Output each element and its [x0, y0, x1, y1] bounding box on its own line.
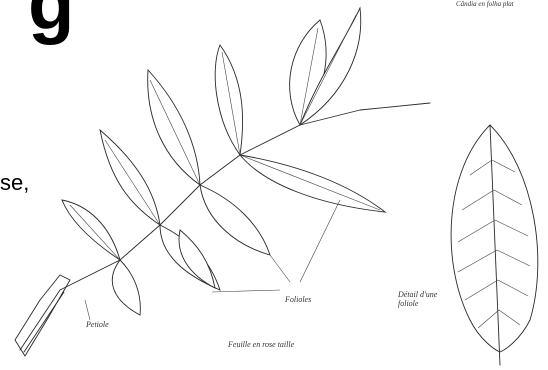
- leaflet: [148, 70, 200, 185]
- single-leaflet-caption: Détail d'une foliole: [398, 290, 438, 308]
- leaflets-label: Folioles: [285, 295, 311, 304]
- leaflet: [215, 45, 242, 155]
- leaflet: [62, 200, 120, 260]
- top-right-caption: Cândia en folha plat: [456, 0, 514, 9]
- petiole-label: Petiole: [86, 320, 109, 329]
- compound-leaf-caption: Feuille en rose taille: [228, 340, 294, 349]
- leaflet: [200, 185, 270, 255]
- leaflet: [179, 230, 215, 288]
- leaflet: [112, 260, 140, 315]
